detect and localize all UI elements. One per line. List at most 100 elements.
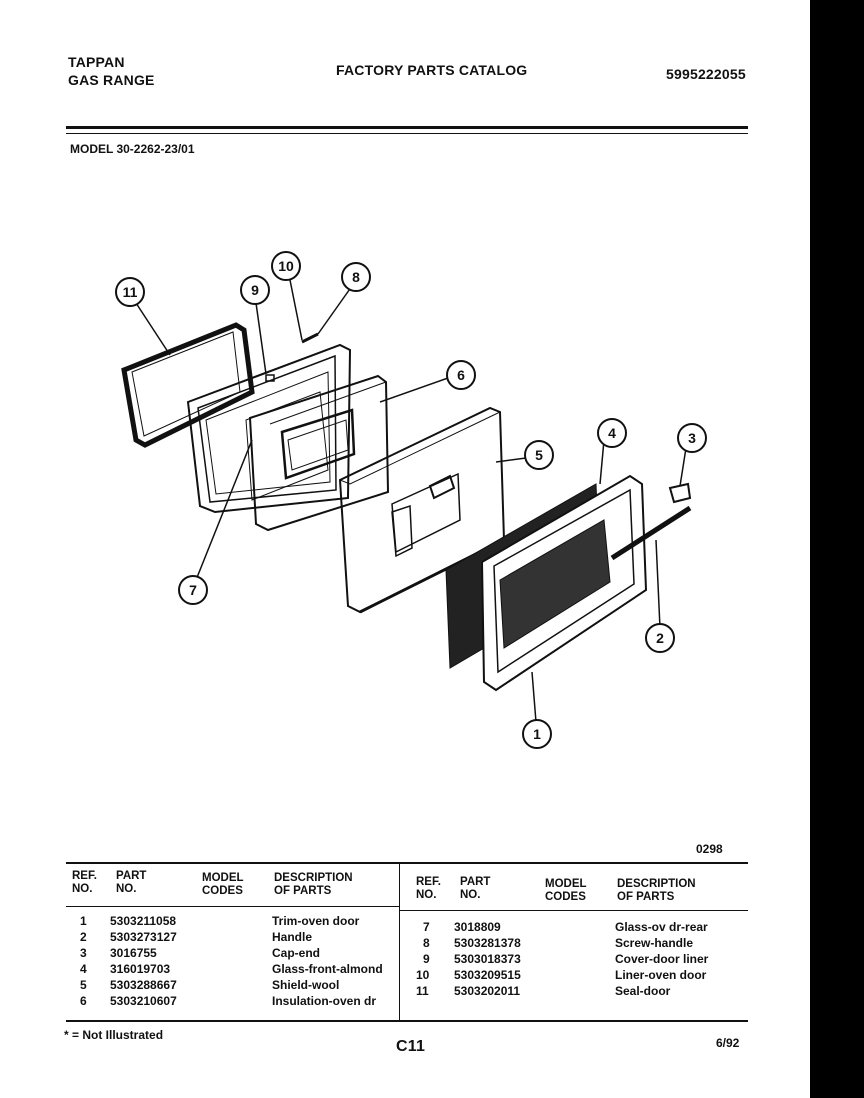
header-rule-thick — [66, 126, 748, 129]
header-codes-line1: MODEL — [202, 872, 244, 884]
table-divider — [399, 862, 400, 1022]
diagram-code: 0298 — [696, 842, 723, 856]
exploded-diagram: 11 9 10 8 6 5 4 3 2 1 7 — [115, 251, 707, 749]
header-part-line1: PART — [460, 876, 491, 888]
header-part-right: PART NO. — [460, 876, 490, 902]
callout-label-1: 1 — [533, 726, 541, 742]
part-no: 5303273127 — [110, 930, 177, 944]
header-ref-line2: NO. — [416, 889, 437, 901]
part-no: 5303288667 — [110, 978, 177, 992]
header-part-line2: NO. — [116, 883, 137, 895]
part-no: 316019703 — [110, 962, 171, 976]
glass-rear-drawing — [245, 391, 329, 501]
catalog-date: 6/92 — [716, 1036, 740, 1050]
callout-7 — [178, 575, 208, 605]
callout-label-6: 6 — [457, 367, 465, 383]
part-no: 3016755 — [110, 946, 157, 960]
ref-no: 9 — [423, 952, 430, 966]
header-desc-line2: OF PARTS — [617, 891, 675, 903]
header-codes-right: MODEL CODES — [545, 878, 587, 904]
header-desc-line1: DESCRIPTION — [274, 872, 353, 884]
callout-label-11: 11 — [123, 284, 138, 300]
description: Seal-door — [615, 984, 671, 998]
ref-no: 10 — [416, 968, 430, 982]
ref-no: 1 — [80, 914, 87, 928]
header-desc-right: DESCRIPTION OF PARTS — [617, 878, 696, 904]
part-no: 5303018373 — [454, 952, 521, 966]
callout-label-3: 3 — [688, 430, 696, 446]
callout-4 — [597, 418, 627, 448]
screw-drawing — [301, 332, 319, 344]
ref-no: 11 — [416, 984, 429, 998]
part-no: 5303281378 — [454, 936, 521, 950]
ref-no: 3 — [80, 946, 87, 960]
brand-name: TAPPAN — [68, 54, 125, 70]
header-rule-thin — [66, 133, 748, 134]
callout-label-9: 9 — [251, 282, 259, 298]
table-top-rule — [66, 862, 748, 864]
liner-oven-door-drawing — [248, 374, 390, 532]
header-codes-line2: CODES — [545, 891, 586, 903]
catalog-title: FACTORY PARTS CATALOG — [336, 62, 528, 78]
part-no: 5303202011 — [454, 984, 521, 998]
ref-no: 4 — [80, 962, 87, 976]
model-number: MODEL 30-2262-23/01 — [70, 142, 195, 156]
callout-11 — [115, 277, 145, 307]
callout-8 — [341, 262, 371, 292]
page-number: C11 — [396, 1038, 426, 1055]
header-codes-left: MODEL CODES — [202, 872, 244, 898]
part-no: 5303209515 — [454, 968, 521, 982]
seal-door-drawing — [121, 322, 255, 448]
header-part-line2: NO. — [460, 889, 481, 901]
description: Screw-handle — [615, 936, 694, 950]
callout-label-10: 10 — [278, 258, 294, 274]
header-ref-line2: NO. — [72, 883, 93, 895]
callout-label-2: 2 — [656, 630, 664, 646]
header-part-line1: PART — [116, 870, 147, 882]
description: Glass-front-almond — [272, 962, 383, 976]
not-illustrated-note: * = Not Illustrated — [64, 1028, 164, 1042]
door-liner-frame — [186, 343, 352, 514]
callout-3 — [677, 423, 707, 453]
description: Handle — [272, 930, 313, 944]
header-codes-line1: MODEL — [545, 878, 587, 890]
callout-label-4: 4 — [608, 425, 616, 441]
callout-5 — [524, 440, 554, 470]
part-no: 5303211058 — [110, 914, 177, 928]
description: Trim-oven door — [272, 914, 360, 928]
ref-no: 6 — [80, 994, 87, 1008]
catalog-number: 5995222055 — [666, 66, 746, 82]
product-name: GAS RANGE — [68, 72, 155, 88]
right-header-rule — [400, 910, 748, 911]
description: Glass-ov dr-rear — [615, 920, 708, 934]
part-no: 5303210607 — [110, 994, 177, 1008]
callout-label-8: 8 — [352, 269, 360, 285]
header-desc-left: DESCRIPTION OF PARTS — [274, 872, 353, 898]
header-ref-left: REF. NO. — [72, 870, 97, 896]
callout-6 — [446, 360, 476, 390]
ref-no: 8 — [423, 936, 430, 950]
callout-1 — [522, 719, 552, 749]
header-desc-line1: DESCRIPTION — [617, 878, 696, 890]
header-part-left: PART NO. — [116, 870, 146, 896]
callout-label-7: 7 — [189, 582, 197, 598]
description: Liner-oven door — [615, 968, 707, 982]
callout-10 — [271, 251, 301, 281]
table-bottom-rule — [66, 1020, 748, 1022]
description: Insulation-oven dr — [272, 994, 377, 1008]
description: Cap-end — [272, 946, 320, 960]
handle-drawing — [610, 505, 692, 561]
callout-label-5: 5 — [535, 447, 543, 463]
description: Shield-wool — [272, 978, 340, 992]
header-desc-line2: OF PARTS — [274, 885, 332, 897]
header-ref-line1: REF. — [72, 870, 97, 882]
header-ref-right: REF. NO. — [416, 876, 441, 902]
header-codes-line2: CODES — [202, 885, 243, 897]
ref-no: 2 — [80, 930, 87, 944]
ref-no: 5 — [80, 978, 87, 992]
catalog-page: TAPPAN GAS RANGE FACTORY PARTS CATALOG 5… — [0, 0, 810, 1098]
callout-9 — [240, 275, 270, 305]
cap-end-drawing — [668, 482, 692, 504]
left-header-rule — [66, 906, 399, 907]
ref-no: 7 — [423, 920, 430, 934]
